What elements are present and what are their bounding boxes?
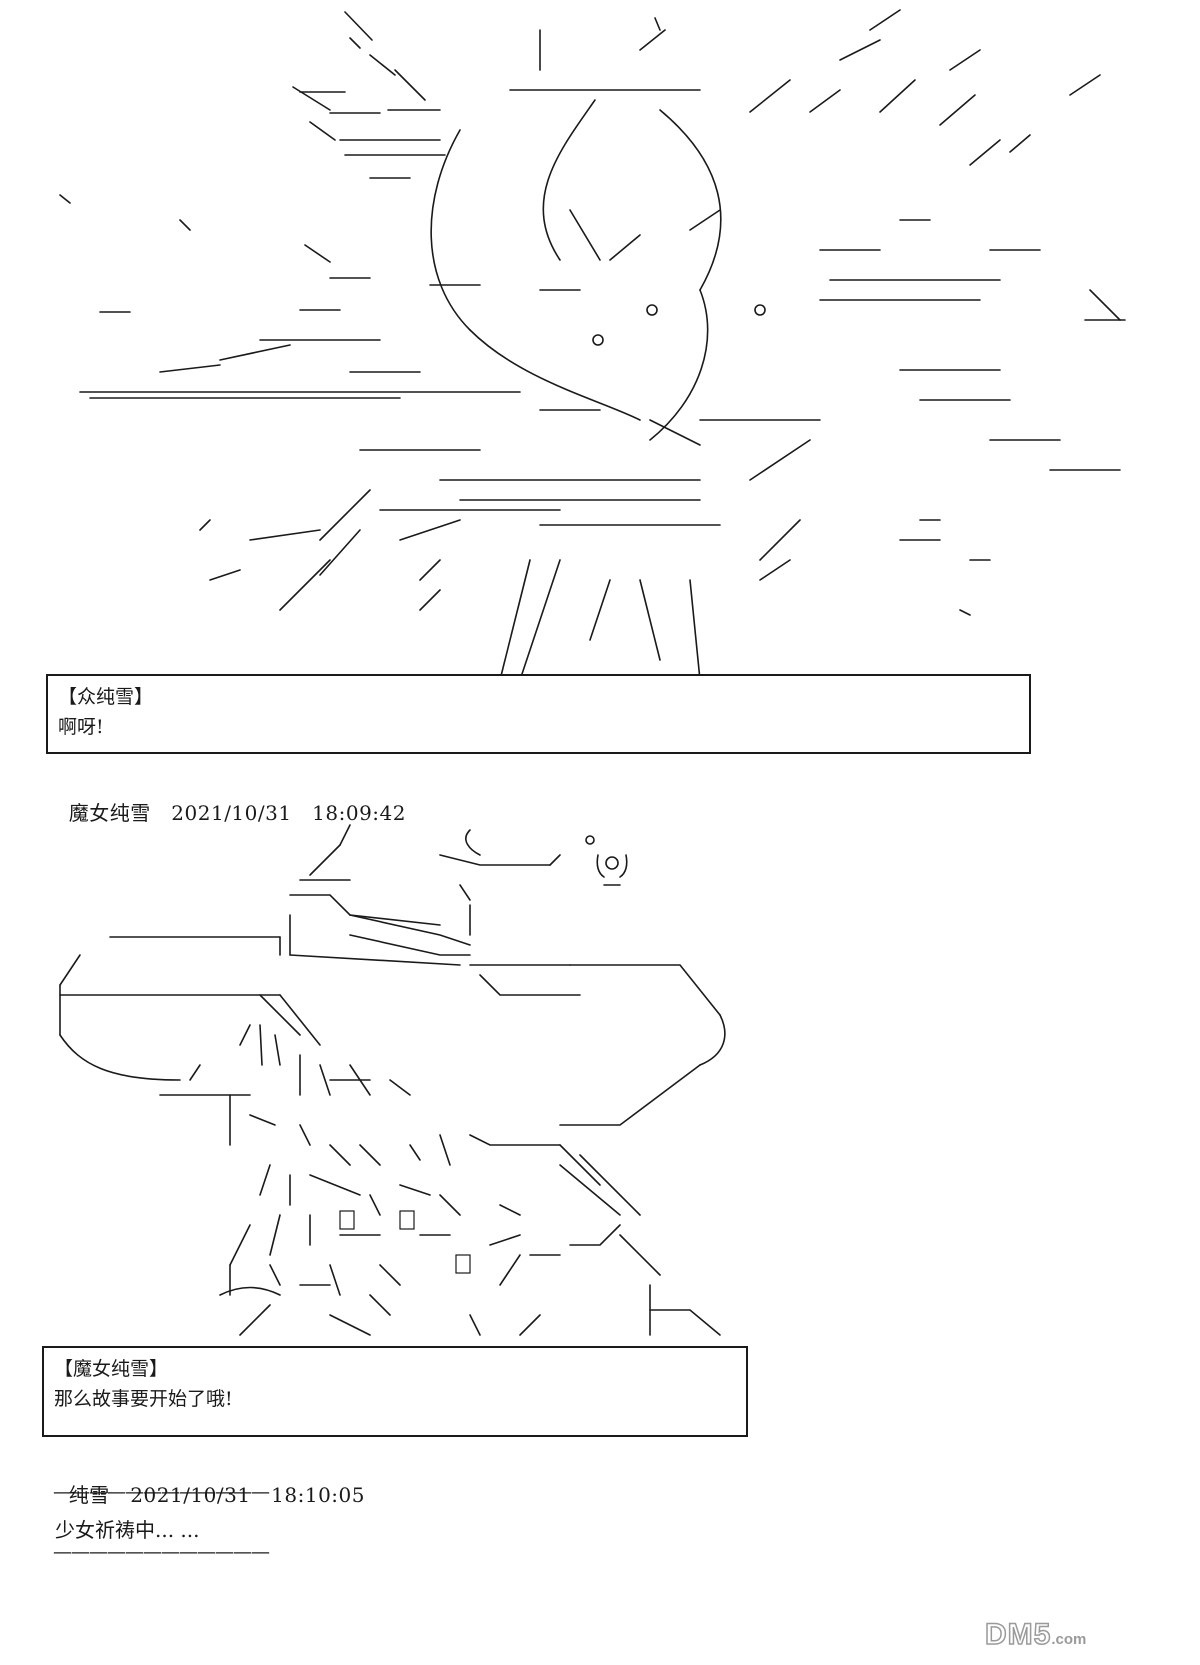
explosion-streaks-upper-right bbox=[639, 9, 1126, 471]
post-header-3: 纯雪 2021/10/31 18:10:05 bbox=[55, 1455, 365, 1508]
watermark-brand: DM5 bbox=[984, 1617, 1052, 1652]
speaker-label: 【众纯雪】 bbox=[58, 686, 154, 708]
post-time: 18:10:05 bbox=[271, 1483, 365, 1507]
post-author: 纯雪 bbox=[68, 1483, 110, 1507]
dialogue-line: 啊呀! bbox=[58, 716, 104, 738]
witch-ascii-art bbox=[59, 824, 726, 1336]
witch-hat-brim bbox=[59, 954, 726, 1126]
post-time: 18:09:42 bbox=[312, 801, 406, 825]
dialogue-line: 那么故事要开始了哦! bbox=[54, 1388, 233, 1410]
loading-text: 少女祈祷中... ... bbox=[55, 1518, 200, 1542]
speaker-label: 【魔女纯雪】 bbox=[54, 1358, 169, 1380]
witch-ornament bbox=[596, 854, 628, 886]
separator-top: ———————————— bbox=[53, 1481, 270, 1503]
explosion-ascii-art bbox=[59, 9, 1126, 681]
witch-hat bbox=[109, 824, 595, 996]
witch-body bbox=[219, 1024, 721, 1336]
explosion-core bbox=[359, 29, 881, 526]
explosion-streaks-lower bbox=[199, 439, 991, 681]
explosion-streaks-upper-left bbox=[59, 11, 521, 399]
post-date: 2021/10/31 bbox=[171, 801, 292, 825]
separator-bottom: ———————————— bbox=[53, 1541, 270, 1563]
watermark-suffix: .com bbox=[1051, 1631, 1087, 1648]
post-header-2: 魔女纯雪 2021/10/31 18:09:42 bbox=[55, 773, 406, 826]
post-date: 2021/10/31 bbox=[130, 1483, 251, 1507]
speech-box-1: 【众纯雪】 啊呀! bbox=[46, 674, 1031, 754]
speech-box-2: 【魔女纯雪】 那么故事要开始了哦! bbox=[42, 1346, 748, 1437]
witch-bracket-marks bbox=[339, 1210, 471, 1274]
post-author: 魔女纯雪 bbox=[68, 801, 151, 825]
dm5-watermark: DM5.com bbox=[984, 1617, 1185, 1658]
